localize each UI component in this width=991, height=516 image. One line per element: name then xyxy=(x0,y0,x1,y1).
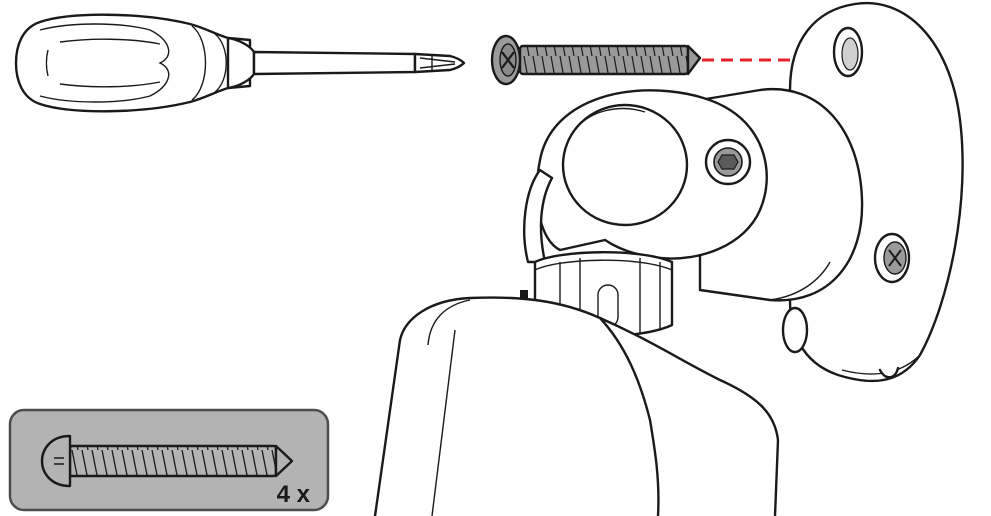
screw-icon xyxy=(492,36,700,84)
parts-callout: 4 x xyxy=(10,410,328,510)
camera-wall-mount-icon xyxy=(375,3,963,516)
phillips-screwdriver-icon xyxy=(16,15,464,112)
quantity-label: 4 x xyxy=(277,481,311,508)
